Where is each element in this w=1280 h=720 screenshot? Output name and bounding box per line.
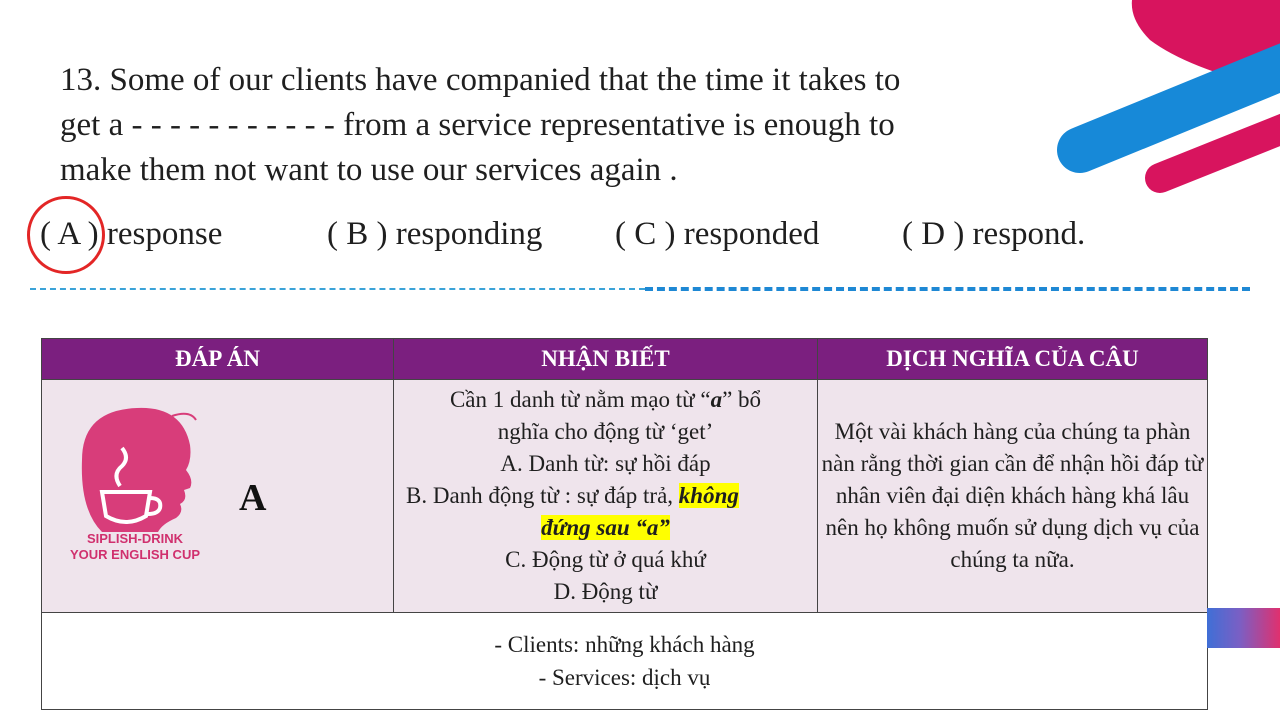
vocab-services: - Services: dịch vụ: [538, 665, 711, 690]
pink-corner-shape: [1131, 0, 1280, 90]
logo-steam: [114, 446, 128, 488]
explain-highlight-1: không: [678, 483, 739, 508]
logo-head-silhouette: [81, 407, 192, 532]
explain-option-c: C. Động từ ở quá khứ: [505, 547, 706, 572]
translation-cell: Một vài khách hàng của chúng ta phàn nàn…: [817, 379, 1208, 613]
table-header-row: ĐÁP ÁN NHẬN BIẾT DỊCH NGHĨA CỦA CÂU: [41, 338, 1208, 380]
question-line-2: get a - - - - - - - - - - - from a servi…: [60, 107, 895, 143]
explain-option-d: D. Động từ: [553, 579, 658, 604]
correct-answer-circle: [27, 196, 105, 274]
explain-line-2: nghĩa cho động từ ‘get’: [497, 419, 714, 444]
vocab-clients: - Clients: những khách hàng: [494, 632, 755, 657]
vocab-row: - Clients: những khách hàng - Services: …: [41, 612, 1208, 710]
header-translation: DỊCH NGHĨA CỦA CÂU: [817, 338, 1208, 380]
explain-option-a: A. Danh từ: sự hồi đáp: [500, 451, 711, 476]
explain-line-1-end: ” bổ: [722, 387, 762, 412]
explain-option-b: B. Danh động từ : sự đáp trả, không: [394, 480, 817, 512]
explain-line-1-article: a: [710, 387, 723, 412]
answer-cell: SIPLISH-DRINK YOUR ENGLISH CUP A: [41, 379, 394, 613]
blue-stripe: [1057, 43, 1280, 173]
explain-option-b-text: B. Danh động từ : sự đáp trả,: [406, 483, 679, 508]
logo-text-line2: YOUR ENGLISH CUP: [70, 547, 200, 560]
table-body-row: SIPLISH-DRINK YOUR ENGLISH CUP A Cần 1 d…: [41, 379, 1208, 613]
pink-stripe: [1145, 113, 1280, 193]
option-c[interactable]: ( C ) responded: [615, 216, 820, 252]
siplish-drink-logo: SIPLISH-DRINK YOUR ENGLISH CUP: [70, 407, 200, 560]
logo-cup: [99, 490, 163, 524]
header-answer: ĐÁP ÁN: [41, 338, 394, 380]
divider-dashed-thin: [30, 288, 645, 290]
question-line-3: make them not want to use our services a…: [60, 152, 678, 188]
option-b[interactable]: ( B ) responding: [327, 216, 543, 252]
decorative-gradient-bar: [1207, 608, 1280, 648]
logo-text-line1: SIPLISH-DRINK: [87, 531, 184, 546]
vocab-cell: - Clients: những khách hàng - Services: …: [41, 612, 1208, 710]
explain-line-1-text: Cần 1 danh từ nằm mạo từ “: [449, 387, 711, 412]
correct-answer-letter: A: [239, 477, 267, 519]
header-identify: NHẬN BIẾT: [393, 338, 818, 380]
answer-options: ( A ) response ( B ) responding ( C ) re…: [0, 216, 1280, 266]
explain-highlight-2: đứng sau “a”: [541, 515, 670, 540]
identify-cell: Cần 1 danh từ nằm mạo từ “a” bổ nghĩa ch…: [393, 379, 818, 613]
answer-table: ĐÁP ÁN NHẬN BIẾT DỊCH NGHĨA CỦA CÂU SIPL…: [41, 338, 1208, 710]
option-d[interactable]: ( D ) respond.: [902, 216, 1086, 252]
question-line-1: 13. Some of our clients have companied t…: [60, 62, 901, 98]
question-text: 13. Some of our clients have companied t…: [60, 58, 1040, 193]
explain-highlight-line: đứng sau “a”: [394, 512, 817, 544]
explain-line-1: Cần 1 danh từ nằm mạo từ “a” bổ: [394, 384, 817, 416]
divider-dashed-thick: [645, 287, 1250, 291]
logo-swoosh: [171, 412, 197, 421]
